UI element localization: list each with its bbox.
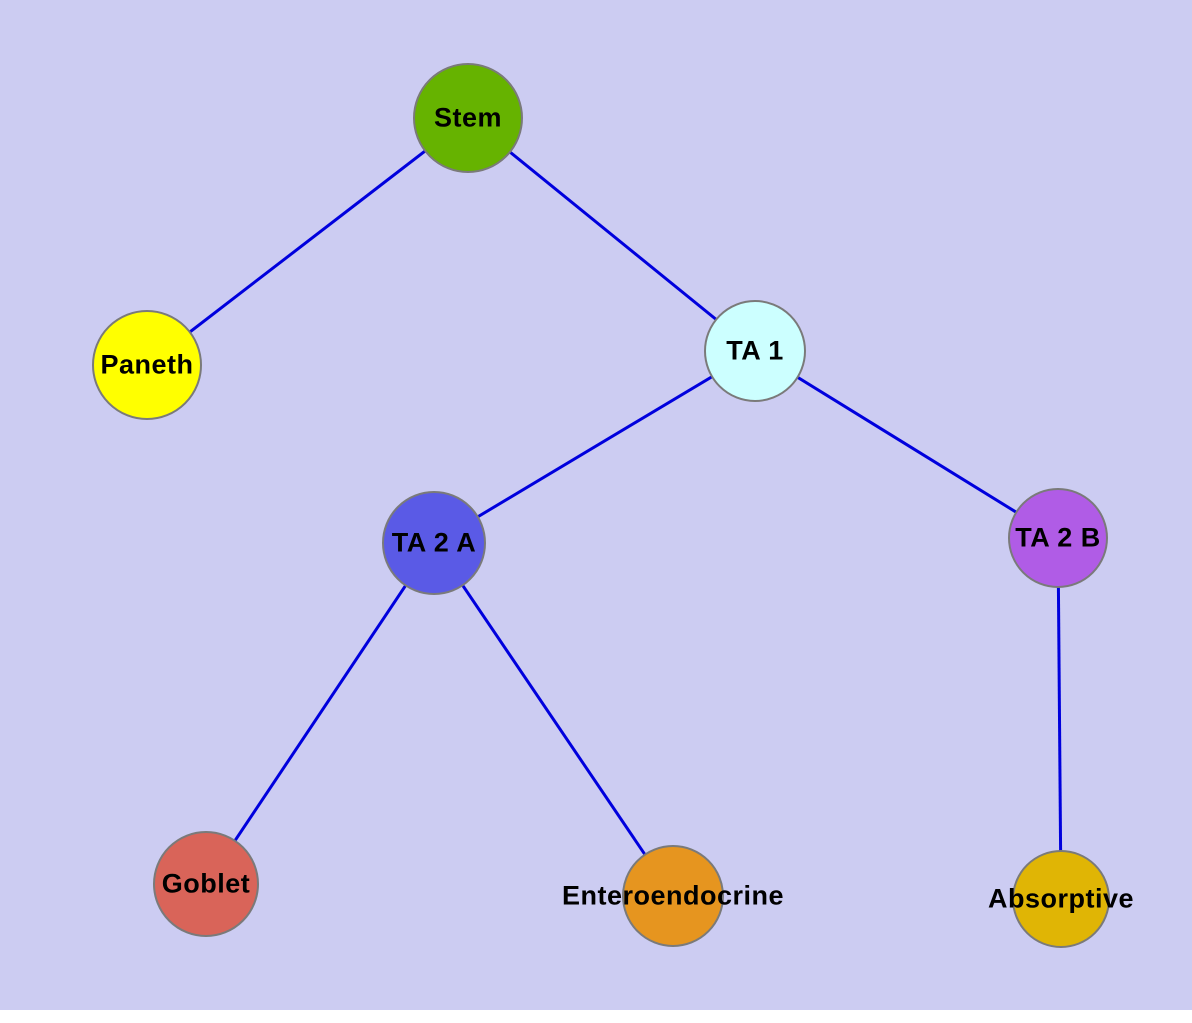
node-ta-1: TA 1: [704, 300, 806, 402]
edge-ta1-ta2b: [754, 349, 1059, 540]
node-ta-1-label: TA 1: [726, 335, 784, 366]
edge-ta2a-enteroendocrine: [432, 542, 675, 897]
node-goblet: Goblet: [153, 831, 259, 937]
node-paneth: Paneth: [92, 310, 202, 420]
node-absorptive-label: Absorptive: [987, 883, 1135, 914]
node-ta-2-a-label: TA 2 A: [391, 527, 477, 558]
node-enteroendocrine-label: Enteroendocrine: [561, 880, 785, 911]
node-enteroendocrine: Enteroendocrine: [562, 845, 784, 947]
node-paneth-label: Paneth: [100, 349, 194, 380]
edge-ta1-ta2a: [433, 349, 756, 545]
node-stem: Stem: [413, 63, 523, 173]
node-stem-label: Stem: [433, 102, 503, 133]
edge-ta2a-goblet: [204, 542, 436, 885]
node-ta-2-b-label: TA 2 B: [1015, 522, 1101, 553]
edge-stem-paneth: [146, 116, 469, 367]
node-ta-2-a: TA 2 A: [382, 491, 486, 595]
edge-stem-ta1: [467, 116, 756, 353]
edge-ta2b-absorptive: [1056, 537, 1063, 900]
node-absorptive: Absorptive: [988, 850, 1134, 948]
node-ta-2-b: TA 2 B: [1008, 488, 1108, 588]
node-goblet-label: Goblet: [161, 868, 251, 899]
